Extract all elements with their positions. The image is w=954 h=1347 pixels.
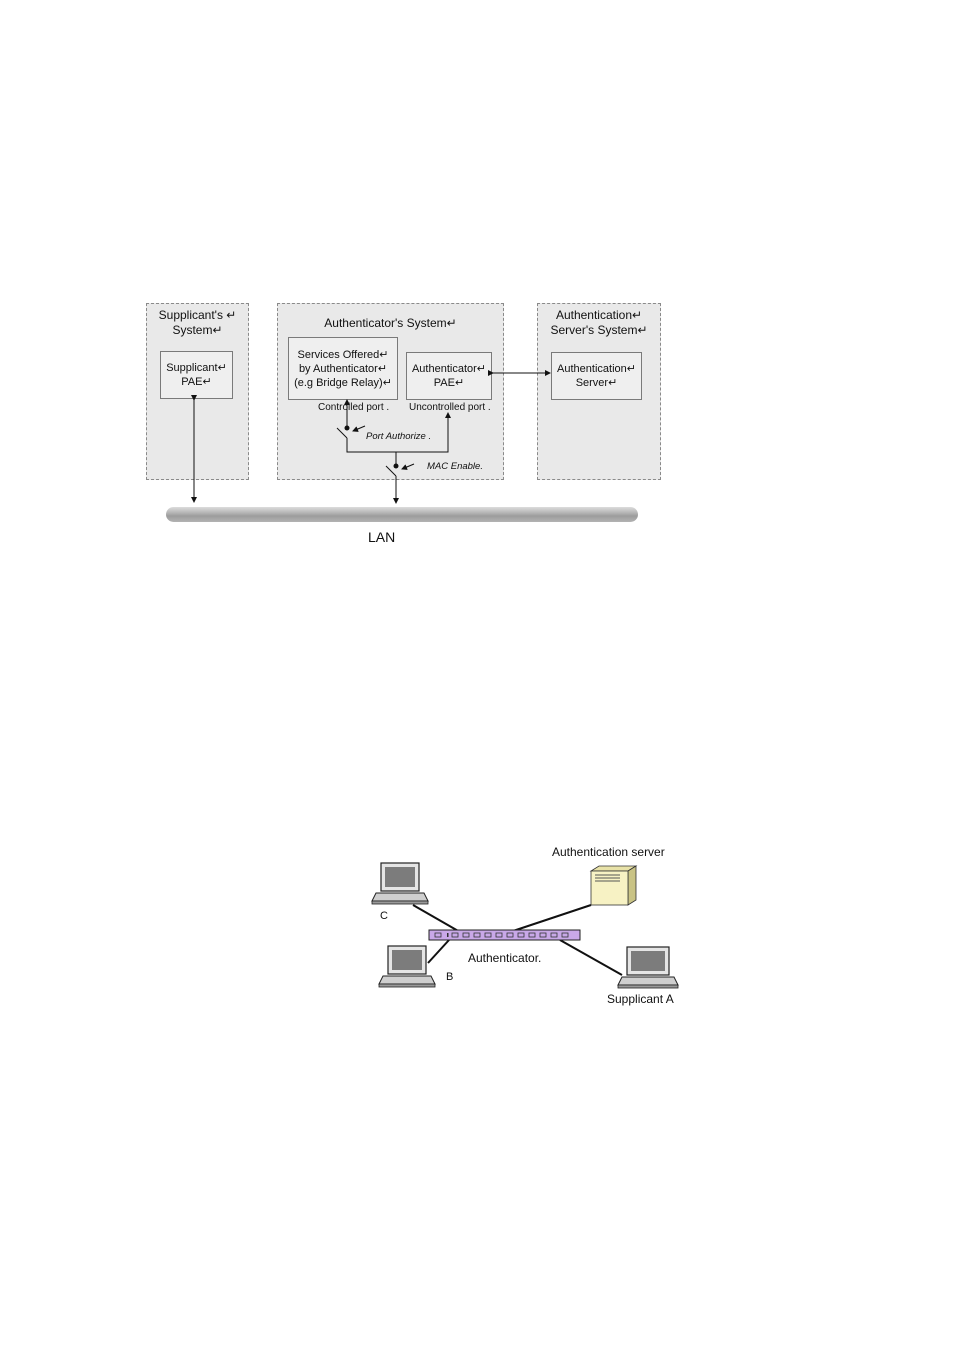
supplicant-pae-box: Supplicant↵ PAE↵ xyxy=(160,351,233,399)
authenticator-system-box: Authenticator's System↵ Services Offered… xyxy=(277,303,504,480)
authenticator-label: Authenticator. xyxy=(468,951,542,965)
supplicant-system-box: Supplicant's ↵ System↵ Supplicant↵ PAE↵ xyxy=(146,303,249,480)
authenticator-switch-icon xyxy=(428,929,581,941)
authenticator-system-title: Authenticator's System↵ xyxy=(324,316,457,330)
mac-enable-label: MAC Enable. xyxy=(427,461,483,472)
mac-enable-switch-dot xyxy=(393,463,399,469)
controlled-port-label: Controlled port . xyxy=(318,402,390,413)
port-authorize-label: Port Authorize . xyxy=(366,431,432,442)
link-b-switch xyxy=(427,939,450,964)
mac-enable-pointer xyxy=(401,463,415,470)
supplicant-a-label: Supplicant A xyxy=(607,992,674,1006)
server-icon xyxy=(589,865,638,906)
laptop-c-label: C xyxy=(380,910,388,922)
lan-bus xyxy=(166,507,638,522)
uncontrolled-port-label: Uncontrolled port . xyxy=(409,402,491,413)
mac-enable-switch xyxy=(385,465,397,477)
supplicant-system-title: Supplicant's ↵ System↵ xyxy=(158,308,237,337)
controlled-port-switch-dot xyxy=(344,425,350,431)
lan-label: LAN xyxy=(368,529,396,545)
port-authorize-pointer xyxy=(352,425,366,432)
laptop-a-icon xyxy=(617,946,679,989)
auth-server-label: Authentication server xyxy=(552,845,665,859)
laptop-c-icon xyxy=(371,862,429,905)
port-join-line xyxy=(346,412,451,453)
port-authorize-switch xyxy=(336,427,348,439)
link-c-switch xyxy=(412,904,461,933)
auth-server-system-box: Authentication↵ Server's System↵ Authent… xyxy=(537,303,661,480)
auth-server-system-title: Authentication↵ Server's System↵ xyxy=(550,308,648,337)
authenticator-pae-box: Authenticator↵ PAE↵ xyxy=(406,352,492,400)
link-switch-a xyxy=(559,939,623,976)
laptop-b-label: B xyxy=(446,971,454,983)
auth-server-box: Authentication↵ Server↵ xyxy=(551,352,642,400)
link-server-switch xyxy=(509,904,592,933)
services-offered-box: Services Offered↵ by Authenticator↵ (e.g… xyxy=(288,337,398,400)
laptop-b-icon xyxy=(378,945,436,988)
